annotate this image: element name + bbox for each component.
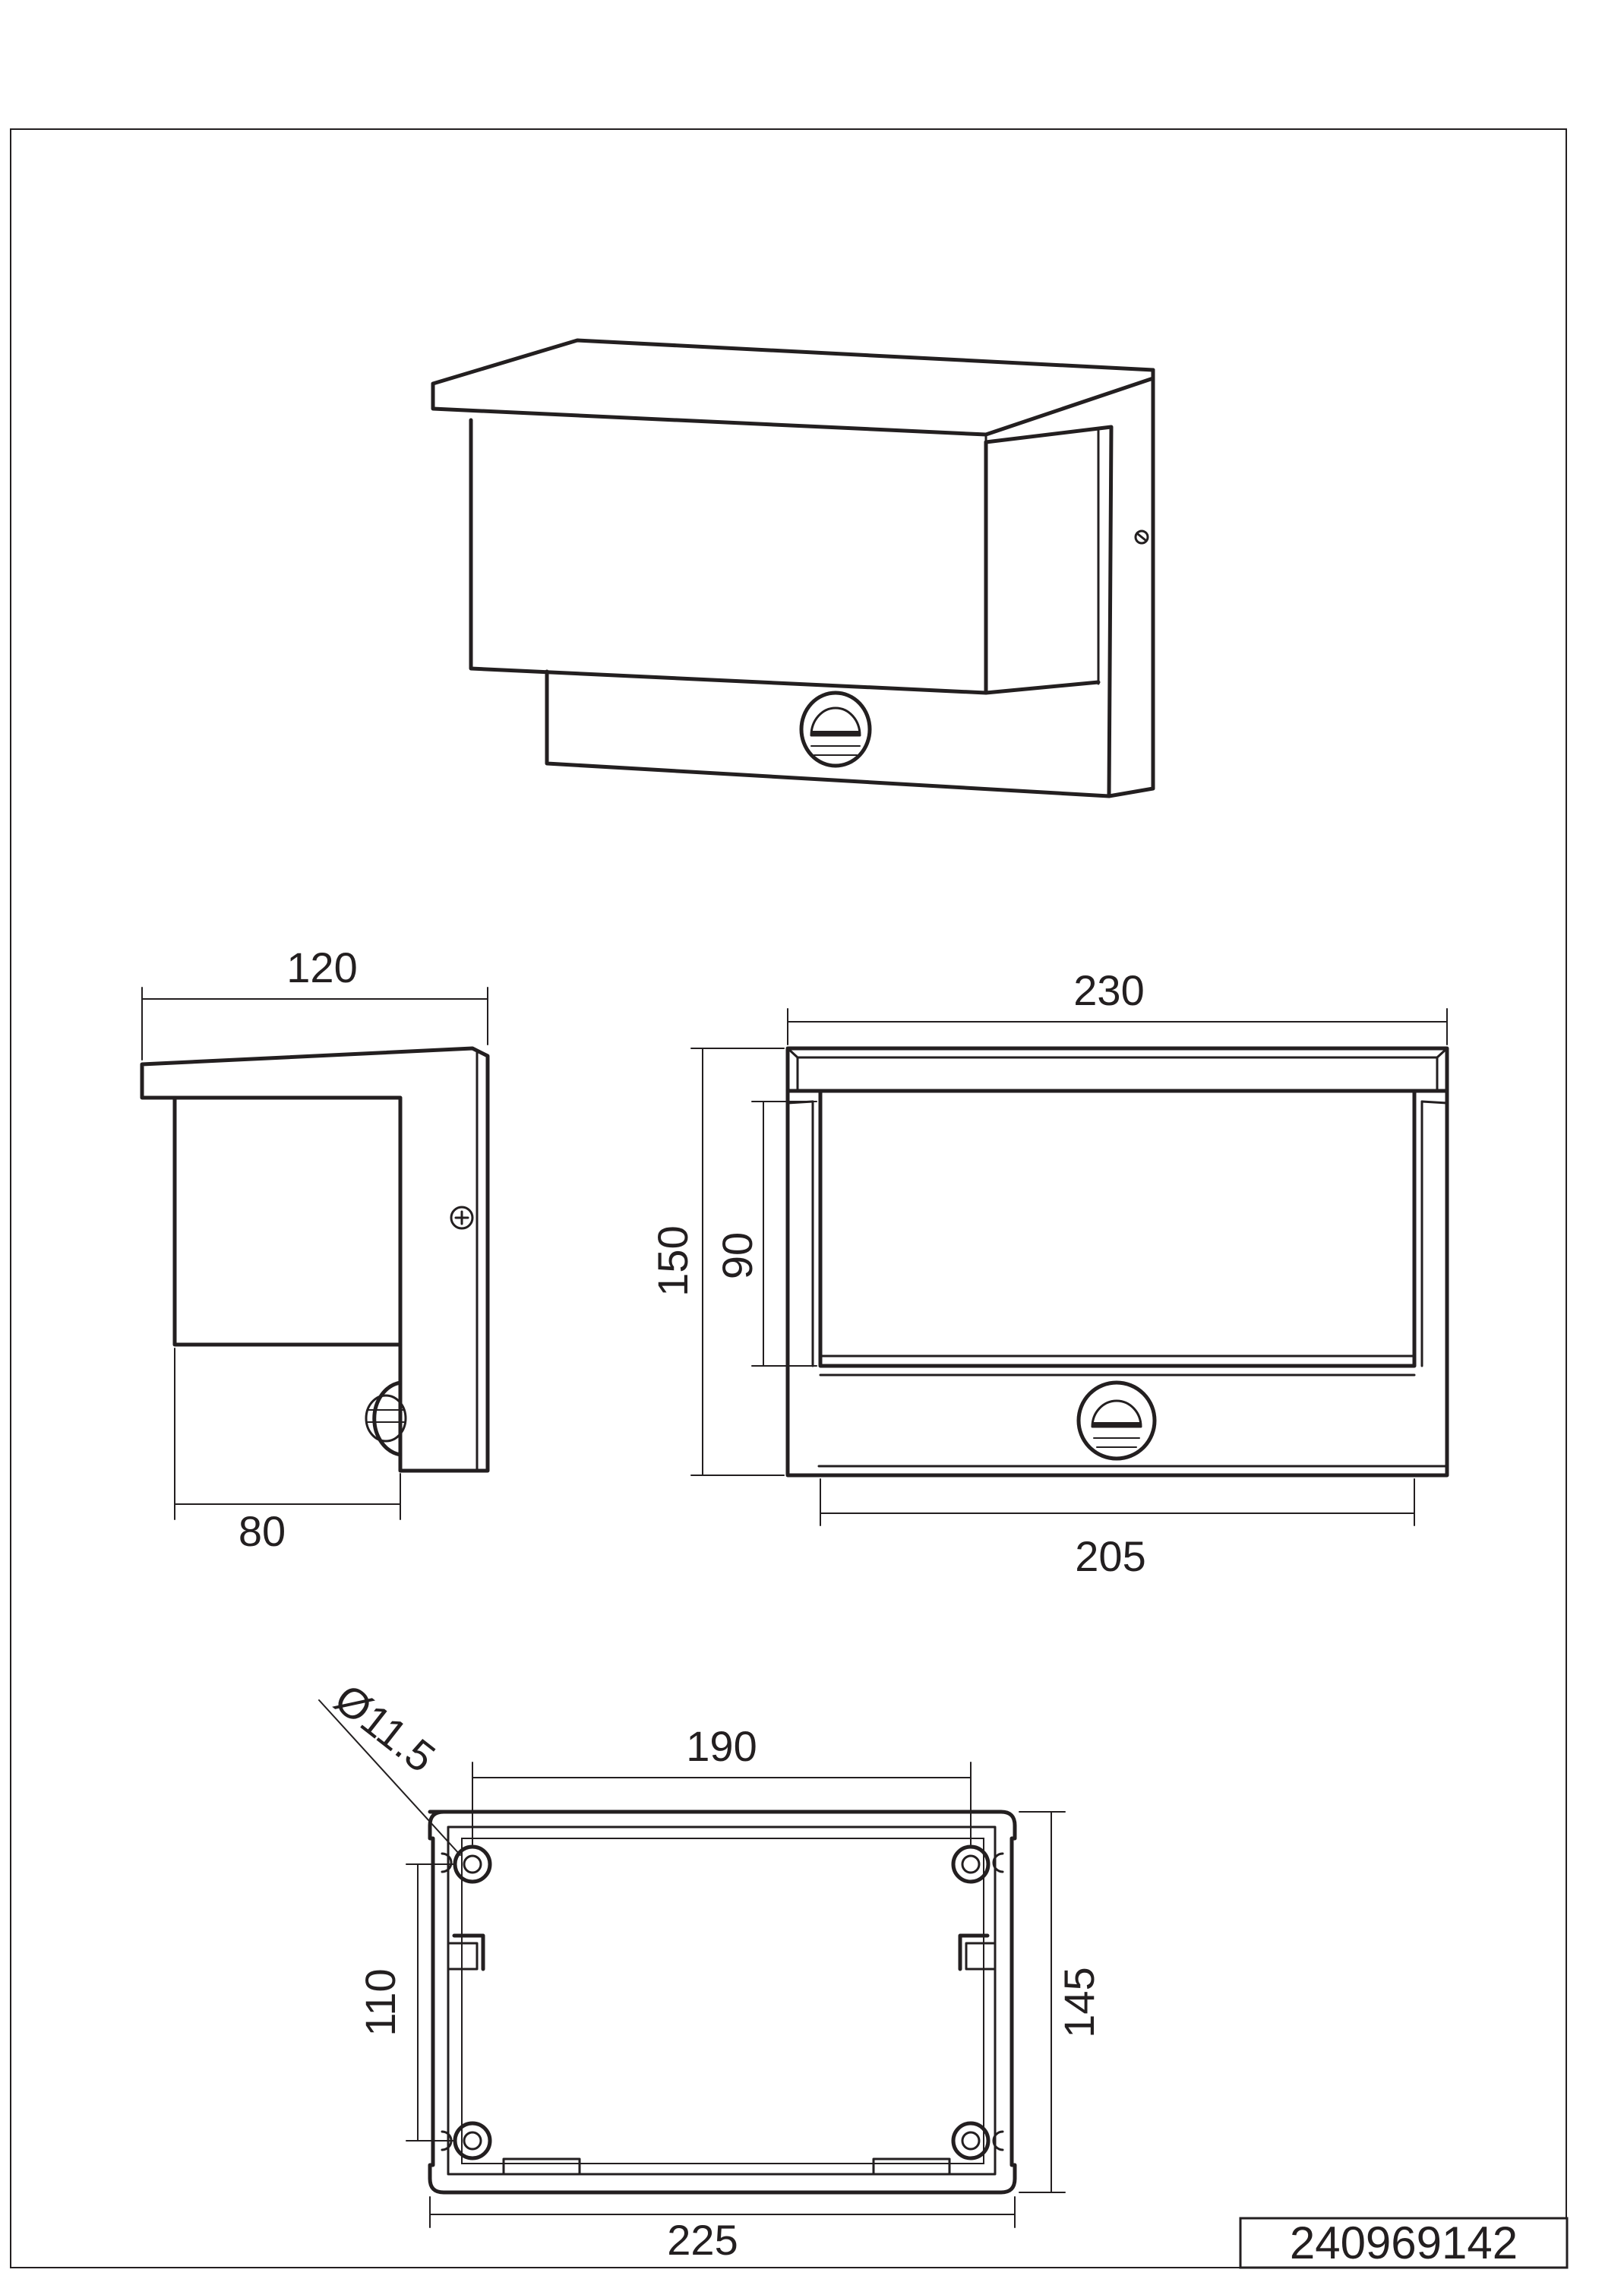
perspective-view: [431, 338, 1155, 798]
dim-plate-width: 225: [667, 2216, 738, 2264]
mounting-hole-icon: [453, 2121, 492, 2160]
mounting-hole-icon: [951, 2121, 991, 2160]
article-number: 240969142: [1290, 2217, 1518, 2268]
dim-front-width-total: 230: [1073, 966, 1144, 1014]
dim-side-depth-total: 120: [286, 944, 357, 991]
sheet-border: [10, 128, 1567, 2268]
dim-hole-spacing-vertical: 110: [356, 1968, 404, 2036]
title-block: 240969142: [1239, 2217, 1569, 2269]
mounting-hole-icon: [951, 1844, 991, 1884]
motion-sensor-icon: [1076, 1380, 1157, 1461]
dim-hole-spacing-horizontal: 190: [686, 1722, 757, 1770]
dim-plate-height: 145: [1055, 1967, 1103, 2037]
dim-front-height-total: 150: [649, 1225, 697, 1296]
mounting-hole-icon: [453, 1844, 492, 1884]
mounting-plate-view: Ø11.5 190 110 145 225: [318, 1674, 1103, 2264]
dim-front-height-shade: 90: [713, 1232, 761, 1279]
dim-front-width-body: 205: [1075, 1532, 1145, 1580]
dim-side-depth-body: 80: [239, 1507, 286, 1555]
motion-sensor-icon: [799, 691, 872, 768]
side-view: 120 80: [140, 944, 490, 1555]
front-view: 230 205 150 90: [649, 966, 1449, 1580]
motion-sensor-icon: [365, 1380, 407, 1457]
